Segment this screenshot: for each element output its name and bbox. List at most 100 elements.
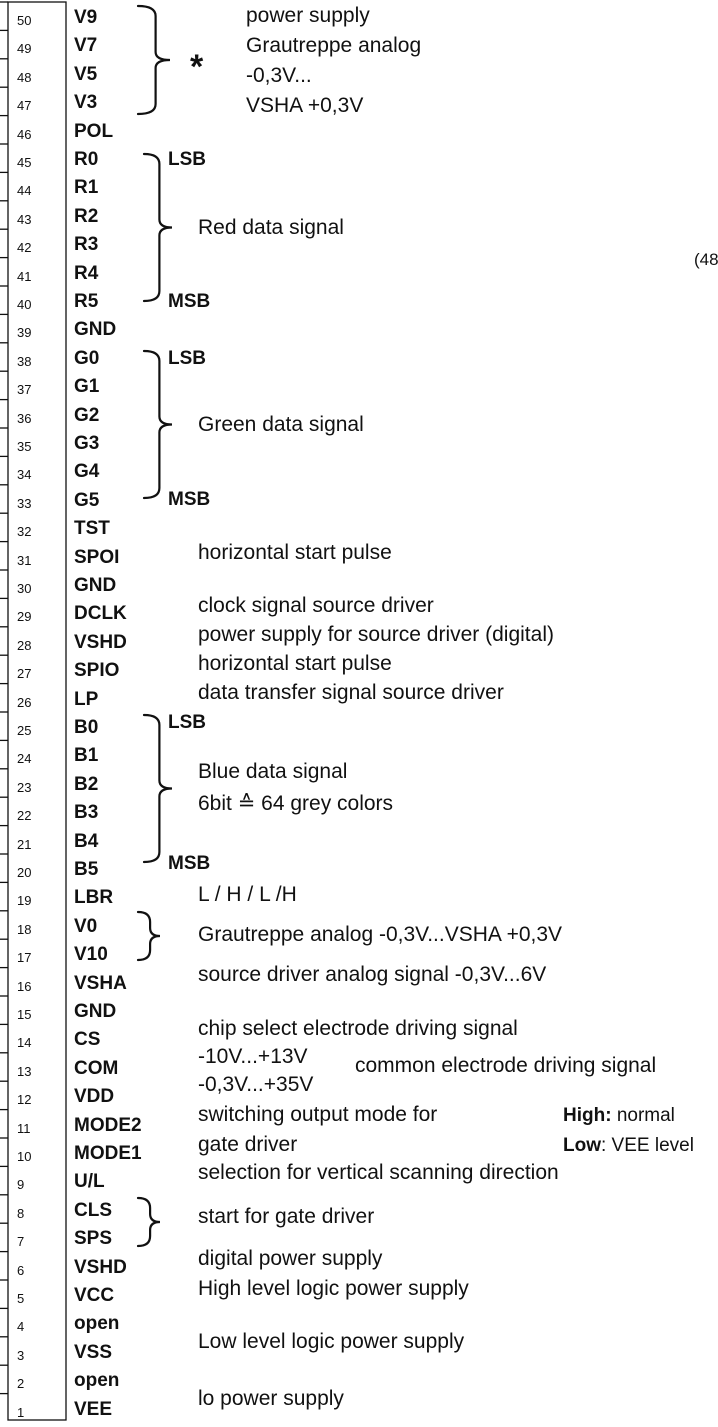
pin-number: 11 xyxy=(17,1120,31,1136)
pin-number: 39 xyxy=(17,325,32,341)
red-brace xyxy=(142,152,173,303)
signal-name: MODE1 xyxy=(74,1143,142,1164)
pin-ticks-group xyxy=(0,1,8,1395)
signal-name: LP xyxy=(74,688,99,710)
pin-number: 5 xyxy=(17,1291,25,1306)
com-range-desc: -10V...+13V xyxy=(198,1045,308,1068)
signal-name: VSS xyxy=(74,1341,113,1363)
signal-name: DCLK xyxy=(74,603,127,625)
blue-data-desc: Blue data signal xyxy=(198,760,348,783)
pin-number: 50 xyxy=(17,13,32,28)
lp-desc: data transfer signal source driver xyxy=(198,681,504,704)
signal-name: VEE xyxy=(74,1398,113,1420)
signal-name: LBR xyxy=(74,887,114,909)
high-value: normal xyxy=(611,1105,675,1126)
pin-number: 13 xyxy=(17,1063,32,1079)
pin-number: 10 xyxy=(17,1149,32,1164)
red-lsb-label: LSB xyxy=(168,149,206,170)
mode2-desc: switching output mode for xyxy=(198,1103,438,1126)
pin-number: 38 xyxy=(17,353,32,369)
low-mode-note: Low: VEE level xyxy=(563,1136,694,1155)
blue-lsb-label: LSB xyxy=(168,712,206,733)
signal-name: G4 xyxy=(74,461,100,483)
pin-number: 9 xyxy=(17,1177,25,1193)
signal-name: MODE2 xyxy=(74,1114,142,1136)
pin-number: 26 xyxy=(17,694,32,710)
signal-name: R1 xyxy=(74,177,99,199)
pin-number: 40 xyxy=(17,297,32,312)
pin-number: 29 xyxy=(17,609,32,625)
vee-desc: lo power supply xyxy=(198,1387,344,1410)
pin-number: 6 xyxy=(17,1262,25,1278)
pin-number: 48 xyxy=(17,69,32,85)
signal-name: V9 xyxy=(74,7,98,28)
pin-number: 49 xyxy=(17,41,32,57)
red-data-desc: Red data signal xyxy=(198,216,344,239)
com-desc: common electrode driving signal xyxy=(355,1054,657,1077)
signal-name: B5 xyxy=(74,859,99,880)
corresponds-symbol: ≙ xyxy=(237,792,256,815)
vdd-range-desc: -0,3V...+35V xyxy=(198,1073,314,1096)
signal-name: B1 xyxy=(74,745,99,767)
signal-name: open xyxy=(74,1370,120,1392)
vshd2-desc: digital power supply xyxy=(198,1247,383,1270)
signal-name: G2 xyxy=(74,404,100,426)
pin-number: 28 xyxy=(17,637,32,653)
pin-number: 42 xyxy=(17,240,32,256)
mode1-desc: gate driver xyxy=(198,1133,298,1156)
signal-name: G0 xyxy=(74,347,100,369)
high-mode-note: High: normal xyxy=(563,1106,675,1125)
signal-name: G5 xyxy=(74,489,100,511)
pin-number: 33 xyxy=(17,495,32,511)
pin-number: 43 xyxy=(17,211,32,227)
pin-number: 46 xyxy=(17,126,32,142)
pin-number: 24 xyxy=(17,751,32,767)
lbr-desc: L / H / L /H xyxy=(198,883,297,906)
pin-number: 21 xyxy=(17,836,32,852)
green-data-desc: Green data signal xyxy=(198,413,364,436)
pin-number: 41 xyxy=(17,268,32,284)
cs-desc: chip select electrode driving signal xyxy=(198,1017,518,1040)
vss-desc: Low level logic power supply xyxy=(198,1330,465,1353)
signal-name: R4 xyxy=(74,262,99,284)
pin-number: 3 xyxy=(17,1347,25,1363)
vshd-desc: power supply for source driver (digital) xyxy=(198,623,554,646)
signal-name: G1 xyxy=(74,376,100,398)
signal-name: B0 xyxy=(74,717,99,738)
pin-number: 14 xyxy=(17,1035,32,1051)
red-msb-label: MSB xyxy=(168,291,211,312)
signal-name: R5 xyxy=(74,291,99,312)
pin-number: 15 xyxy=(17,1007,32,1022)
vsha-desc: source driver analog signal -0,3V...6V xyxy=(198,963,547,986)
connector-outline xyxy=(7,1,67,1421)
low-label: Low xyxy=(563,1135,601,1156)
pin-number: 18 xyxy=(17,921,32,937)
signal-name: V5 xyxy=(74,63,98,85)
pin-number: 25 xyxy=(17,723,32,738)
dclk-desc: clock signal source driver xyxy=(198,594,434,617)
signal-name: V0 xyxy=(74,915,98,937)
green-brace xyxy=(142,349,173,500)
signal-name: VCC xyxy=(74,1285,115,1306)
signal-name: GND xyxy=(74,575,117,596)
pin-number: 19 xyxy=(17,893,32,909)
pin-number: 45 xyxy=(17,155,32,170)
signal-name: VSHD xyxy=(74,631,127,653)
pin-number: 36 xyxy=(17,410,32,426)
grautreppe-analog-desc: Grautreppe analog xyxy=(246,34,422,57)
power-brace xyxy=(136,4,171,116)
signal-name: R0 xyxy=(74,149,99,170)
pin-number: 7 xyxy=(17,1234,25,1250)
blue-bits-suffix: 64 grey colors xyxy=(255,792,394,815)
signal-name: CLS xyxy=(74,1199,112,1221)
spio-desc: horizontal start pulse xyxy=(198,652,392,675)
signal-name: R2 xyxy=(74,205,99,227)
signal-name: SPIO xyxy=(74,660,120,682)
signal-name: CS xyxy=(74,1029,101,1051)
pin-number: 30 xyxy=(17,581,32,596)
signal-name: VSHA xyxy=(74,972,127,994)
pin-number: 12 xyxy=(17,1092,32,1108)
signal-name: TST xyxy=(74,518,110,540)
signal-name: open xyxy=(74,1313,120,1335)
pin-number: 47 xyxy=(17,98,32,114)
